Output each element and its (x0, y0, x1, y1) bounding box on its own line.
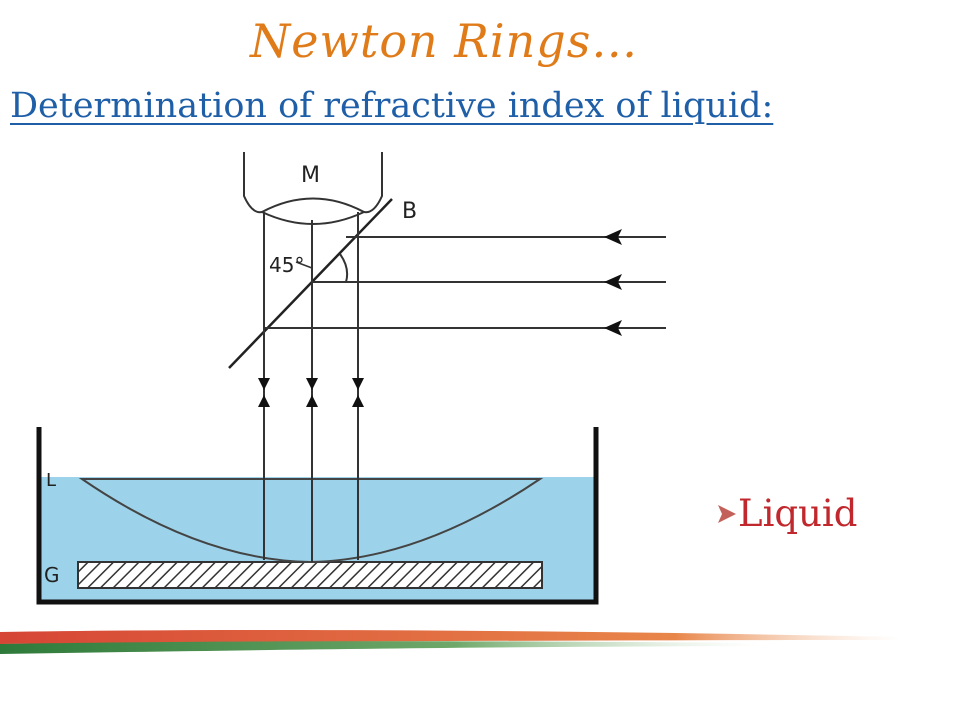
up-arrow-center (306, 395, 318, 407)
footer-decoration (0, 629, 900, 654)
down-arrow-right (352, 378, 364, 390)
down-arrow-center (306, 378, 318, 390)
up-arrow-right (352, 395, 364, 407)
incident-arrow-top (604, 229, 622, 245)
down-arrow-left (258, 378, 270, 390)
label-beam-splitter: B (402, 199, 417, 224)
glass-plate (77, 561, 543, 589)
incident-arrow-bottom (604, 320, 622, 336)
label-angle: 45° (269, 253, 304, 277)
label-microscope: M (301, 163, 320, 188)
slide-title: Newton Rings… (250, 14, 639, 68)
up-arrow-left (258, 395, 270, 407)
beam-splitter-glass (228, 198, 393, 369)
microscope-lens (259, 197, 367, 225)
callout-label-liquid: Liquid (738, 492, 858, 535)
angle-pointer (295, 261, 313, 269)
label-glass-plate: G (44, 563, 60, 587)
callout-arrow-head (718, 505, 736, 523)
angle-arc (339, 253, 349, 283)
incident-arrow-middle (604, 274, 622, 290)
label-lens: L (46, 470, 56, 491)
slide-subtitle: Determination of refractive index of liq… (10, 86, 774, 126)
